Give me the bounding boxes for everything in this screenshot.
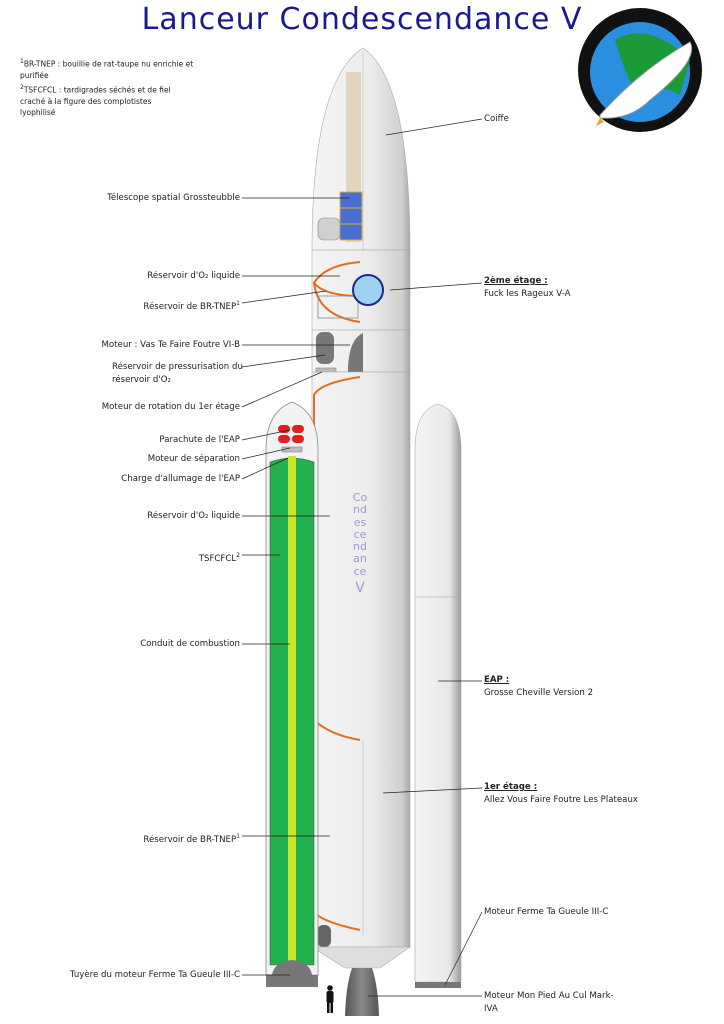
label-booster-engine: Moteur Ferme Ta Gueule III-C <box>484 907 609 917</box>
leader-lines <box>241 118 483 997</box>
label-stage1: 1er étage :Allez Vous Faire Foutre Les P… <box>484 782 638 805</box>
main-engine-nozzle <box>345 968 379 1016</box>
label-engine-upper: Moteur : Vas Te Faire Foutre VI-B <box>101 340 240 350</box>
label-o2-upper: Réservoir d'O₂ liquide <box>147 271 240 281</box>
human-silhouette-icon <box>326 985 334 1013</box>
parachute <box>278 425 304 443</box>
label-o2-lower: Réservoir d'O₂ liquide <box>147 511 240 521</box>
core-stage <box>310 47 411 1016</box>
label-nozzle: Tuyère du moteur Ferme Ta Gueule III-C <box>69 970 240 980</box>
label-rotation: Moteur de rotation du 1er étage <box>101 402 240 412</box>
label-separation: Moteur de séparation <box>147 454 240 464</box>
footnote-1: 1BR-TNEP : bouillie de rat-taupe nu enri… <box>20 58 194 80</box>
label-fairing: Coiffe <box>484 114 509 124</box>
label-stage2: 2ème étage :Fuck les Rageux V-A <box>484 276 571 299</box>
right-booster <box>414 403 462 988</box>
label-eap: EAP :Grosse Cheville Version 2 <box>484 675 594 698</box>
label-conduit: Conduit de combustion <box>140 639 240 649</box>
label-main-engine: Moteur Mon Pied Au Cul Mark-IVA <box>484 991 614 1014</box>
label-telescope: Télescope spatial Grossteubble <box>107 193 240 203</box>
rocket-name: Condescendance <box>352 491 368 578</box>
label-ignition: Charge d'allumage de l'EAP <box>121 474 240 484</box>
rocket-suffix: V <box>355 580 365 597</box>
label-tsfcfcl: TSFCFCL2 <box>198 552 240 564</box>
left-booster <box>265 401 319 987</box>
label-brtnep-lower: Réservoir de BR-TNEP1 <box>143 833 240 845</box>
page-title: Lanceur Condescendance V <box>141 2 583 37</box>
mission-logo <box>578 8 702 132</box>
label-brtnep-upper: Réservoir de BR-TNEP1 <box>143 300 240 312</box>
footnote-2: 2TSFCFCL : tardigrades séchés et de fiel… <box>20 84 171 117</box>
label-parachute: Parachute de l'EAP <box>159 435 240 445</box>
